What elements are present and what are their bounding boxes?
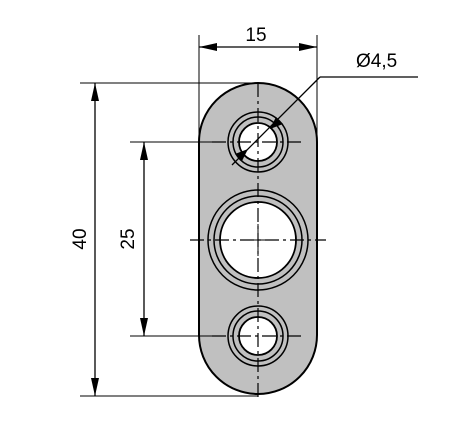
- height-arrow-bottom: [91, 378, 99, 396]
- width-dimension: 15: [198, 25, 318, 142]
- width-arrow-left: [199, 43, 217, 51]
- spacing-label: 25: [118, 228, 139, 249]
- height-arrow-top: [91, 83, 99, 101]
- spacing-arrow-bottom: [140, 318, 148, 336]
- width-label: 15: [245, 25, 266, 46]
- height-label: 40: [70, 228, 91, 249]
- crosshair-icon: [242, 224, 274, 256]
- width-arrow-right: [299, 43, 317, 51]
- diameter-arrow-2: [270, 117, 283, 129]
- spacing-arrow-top: [140, 142, 148, 160]
- diameter-label: Ø4,5: [356, 51, 397, 72]
- spacing-dimension: 25: [118, 141, 226, 337]
- diameter-arrow-1: [235, 149, 248, 161]
- height-dimension: 40: [70, 82, 258, 397]
- diameter-dimension: Ø4,5: [231, 51, 418, 166]
